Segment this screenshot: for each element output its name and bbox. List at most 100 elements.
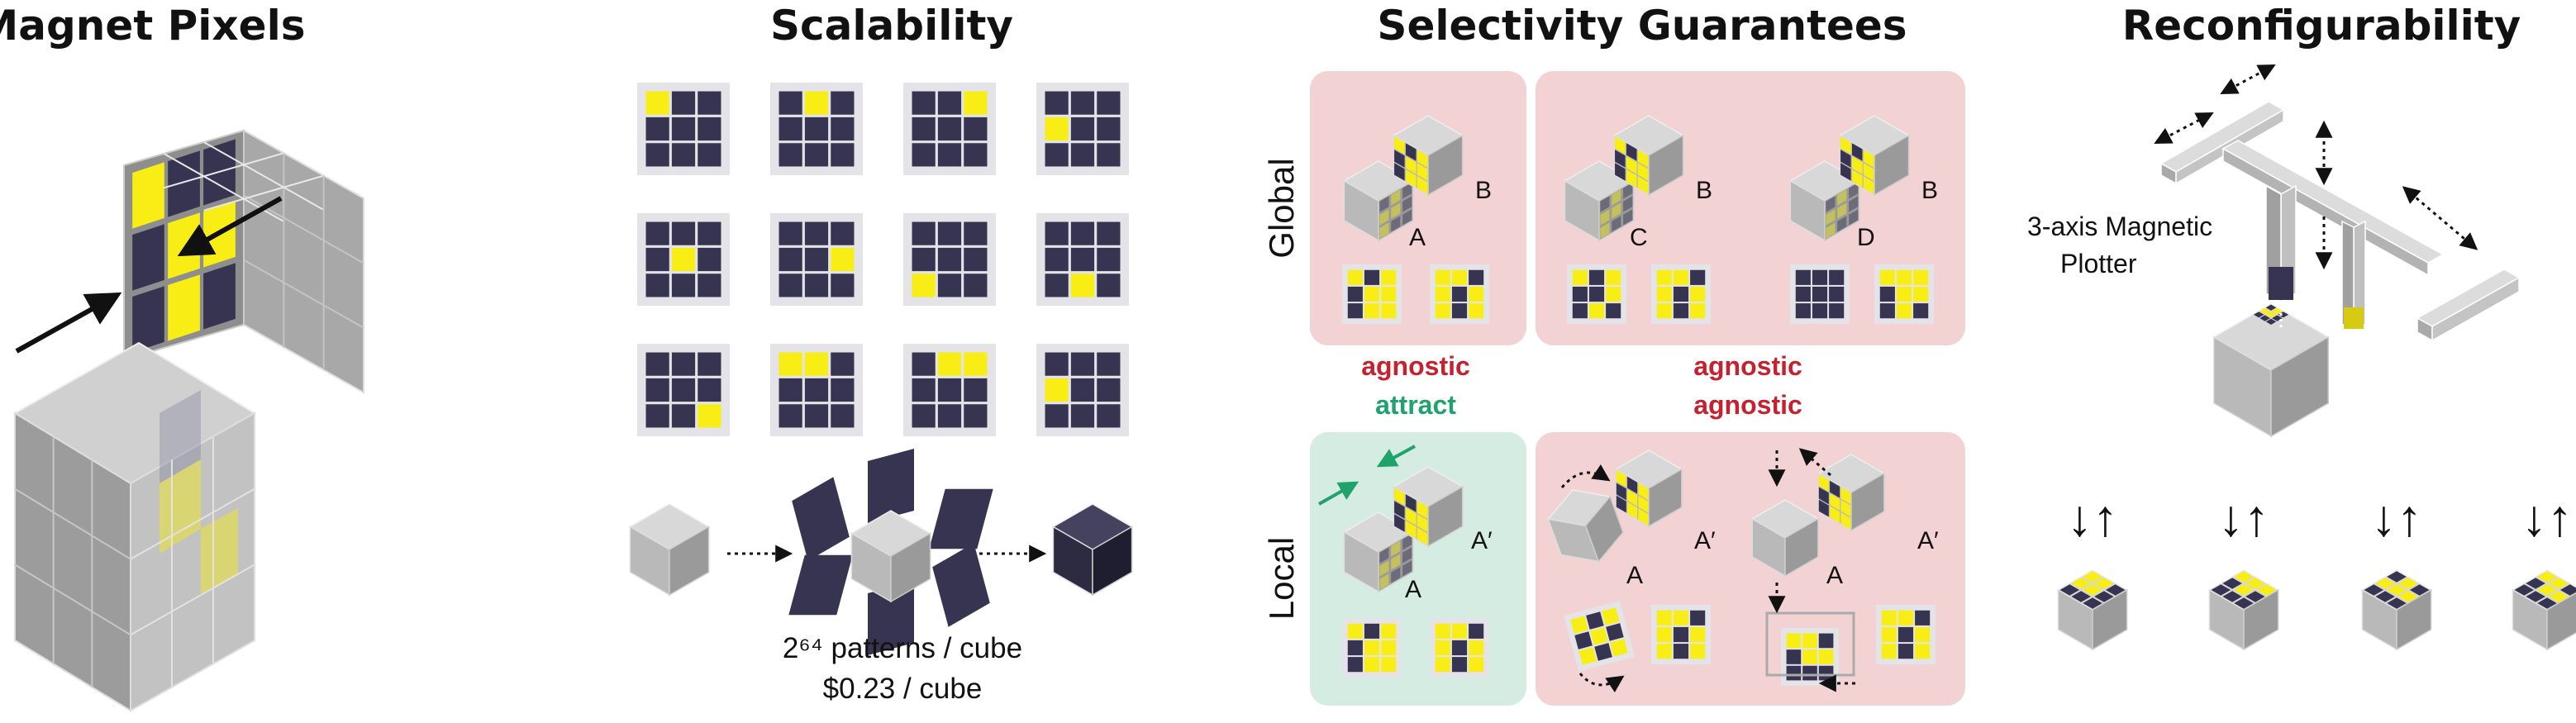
magnet-pixel xyxy=(1840,487,1851,505)
magnet-pixel xyxy=(1606,623,1624,641)
magnet-pixel xyxy=(1623,183,1633,199)
magnet-pixel xyxy=(2265,318,2277,325)
cube-right-face xyxy=(1092,526,1133,597)
magnet-pixel xyxy=(1097,247,1121,272)
label-global-2-d: D xyxy=(1857,224,1875,251)
cube-right-face xyxy=(890,532,931,603)
magnet-pattern-icon xyxy=(770,344,863,436)
magnet-pixel xyxy=(1897,610,1914,625)
magnet-pixel xyxy=(1469,623,1484,639)
magnet-pattern-icon xyxy=(770,83,863,175)
magnet-pixel xyxy=(160,390,201,483)
cube-right-face xyxy=(1598,179,1635,242)
magnet-pixel xyxy=(2071,578,2091,589)
magnet-pixel xyxy=(1673,610,1689,625)
magnet-cube-icon xyxy=(628,503,711,597)
magnet-pixel xyxy=(1379,222,1389,239)
magnet-pixel xyxy=(1863,176,1874,194)
cube-right-face xyxy=(1824,179,1860,242)
magnet-pixel xyxy=(779,221,802,245)
magnet-pixel xyxy=(1402,560,1412,577)
magnet-pixel xyxy=(2375,578,2395,589)
magnet-pixel xyxy=(1896,269,1912,285)
magnet-pixel xyxy=(1656,610,1672,625)
magnet-pixel xyxy=(1915,626,1931,643)
magnet-pixel xyxy=(2265,312,2277,318)
magnet-pixel xyxy=(1830,493,1840,511)
magnet-pixel xyxy=(2083,584,2102,596)
magnet-pattern-icon xyxy=(1876,605,1936,664)
magnet-pixel xyxy=(698,117,721,141)
magnet-pixel xyxy=(1574,631,1593,649)
magnet-pixel xyxy=(1578,647,1597,665)
plotter-icon xyxy=(2056,64,2576,651)
magnet-pixel xyxy=(2526,591,2545,602)
arrow-icon xyxy=(1318,481,1359,506)
magnet-pixel xyxy=(1347,286,1363,302)
swap-arrows-icon: ↓↑ xyxy=(2371,490,2422,547)
magnet-pixel xyxy=(2094,591,2114,602)
magnet-pixel xyxy=(2398,591,2418,602)
magnet-pixel xyxy=(1606,269,1621,285)
magnet-cube-icon xyxy=(1750,499,1820,578)
title-selectivity: Selectivity Guarantees xyxy=(1377,2,1907,50)
magnet-pixel xyxy=(1570,616,1588,634)
magnet-pixel xyxy=(1879,286,1895,302)
cube-face-panel xyxy=(788,554,853,616)
magnet-pattern-icon xyxy=(1342,264,1402,324)
scalability-cost: $0.23 / cube xyxy=(823,673,983,705)
magnet-pixel xyxy=(1826,196,1836,212)
cube-right-face xyxy=(1584,495,1624,563)
magnet-pixel xyxy=(831,143,855,167)
magnet-pixel xyxy=(698,352,721,376)
magnet-pixel xyxy=(912,117,936,141)
magnet-pixel xyxy=(2259,315,2270,321)
magnet-pixel xyxy=(1879,303,1895,319)
magnet-pixel xyxy=(2559,584,2576,596)
magnet-pixel xyxy=(1406,156,1417,174)
magnet-tip xyxy=(2344,307,2364,329)
magnet-pixel xyxy=(1612,216,1621,232)
arrow-icon xyxy=(15,292,122,354)
magnet-pixel xyxy=(831,378,855,402)
magnet-pixel xyxy=(2234,584,2254,596)
magnet-pixel xyxy=(964,247,988,272)
magnet-pixel xyxy=(1469,303,1484,319)
magnet-pixel xyxy=(1364,640,1380,656)
magnet-pixel xyxy=(1627,476,1638,494)
magnet-pixel xyxy=(1381,640,1397,656)
magnet-pattern-icon xyxy=(2211,571,2277,609)
magnet-pixel xyxy=(698,404,721,428)
magnet-pixel xyxy=(1616,483,1626,501)
magnet-pixel xyxy=(1435,269,1450,285)
magnet-pixel xyxy=(1897,626,1914,643)
magnet-pixel xyxy=(1070,91,1095,115)
cube-pair-icon xyxy=(1563,115,1685,242)
magnet-pixel xyxy=(1656,269,1672,285)
cube-right-face xyxy=(2396,588,2432,651)
magnet-pixel xyxy=(804,404,829,428)
grid-line xyxy=(130,488,255,560)
grid-line xyxy=(203,174,324,212)
magnet-pixel xyxy=(1638,495,1649,513)
plotter-label-line2: Plotter xyxy=(2060,249,2137,278)
cube-pair-icon xyxy=(1788,115,1911,242)
magnet-pixel xyxy=(964,404,988,428)
magnet-pixel xyxy=(1435,640,1450,656)
magnet-pixel xyxy=(1097,143,1121,167)
magnet-pixel xyxy=(1849,209,1859,226)
magnet-pixel xyxy=(779,117,802,141)
scalability-pattern-count: 2⁶⁴ patterns / cube xyxy=(783,632,1022,664)
magnet-pixel xyxy=(1417,176,1428,194)
magnet-pixel xyxy=(1381,286,1397,302)
magnet-pixel xyxy=(698,274,721,297)
magnet-pixel xyxy=(1837,202,1847,219)
magnet-pixel xyxy=(1802,649,1817,664)
magnet-pixel xyxy=(1588,303,1605,319)
magnet-pixel xyxy=(1690,303,1706,319)
magnet-pattern-icon xyxy=(1874,264,1934,324)
magnet-pixel xyxy=(160,459,201,554)
magnet-pixel xyxy=(1829,269,1845,285)
magnet-pixel xyxy=(912,221,936,245)
magnet-pattern-icon xyxy=(1826,183,1859,239)
